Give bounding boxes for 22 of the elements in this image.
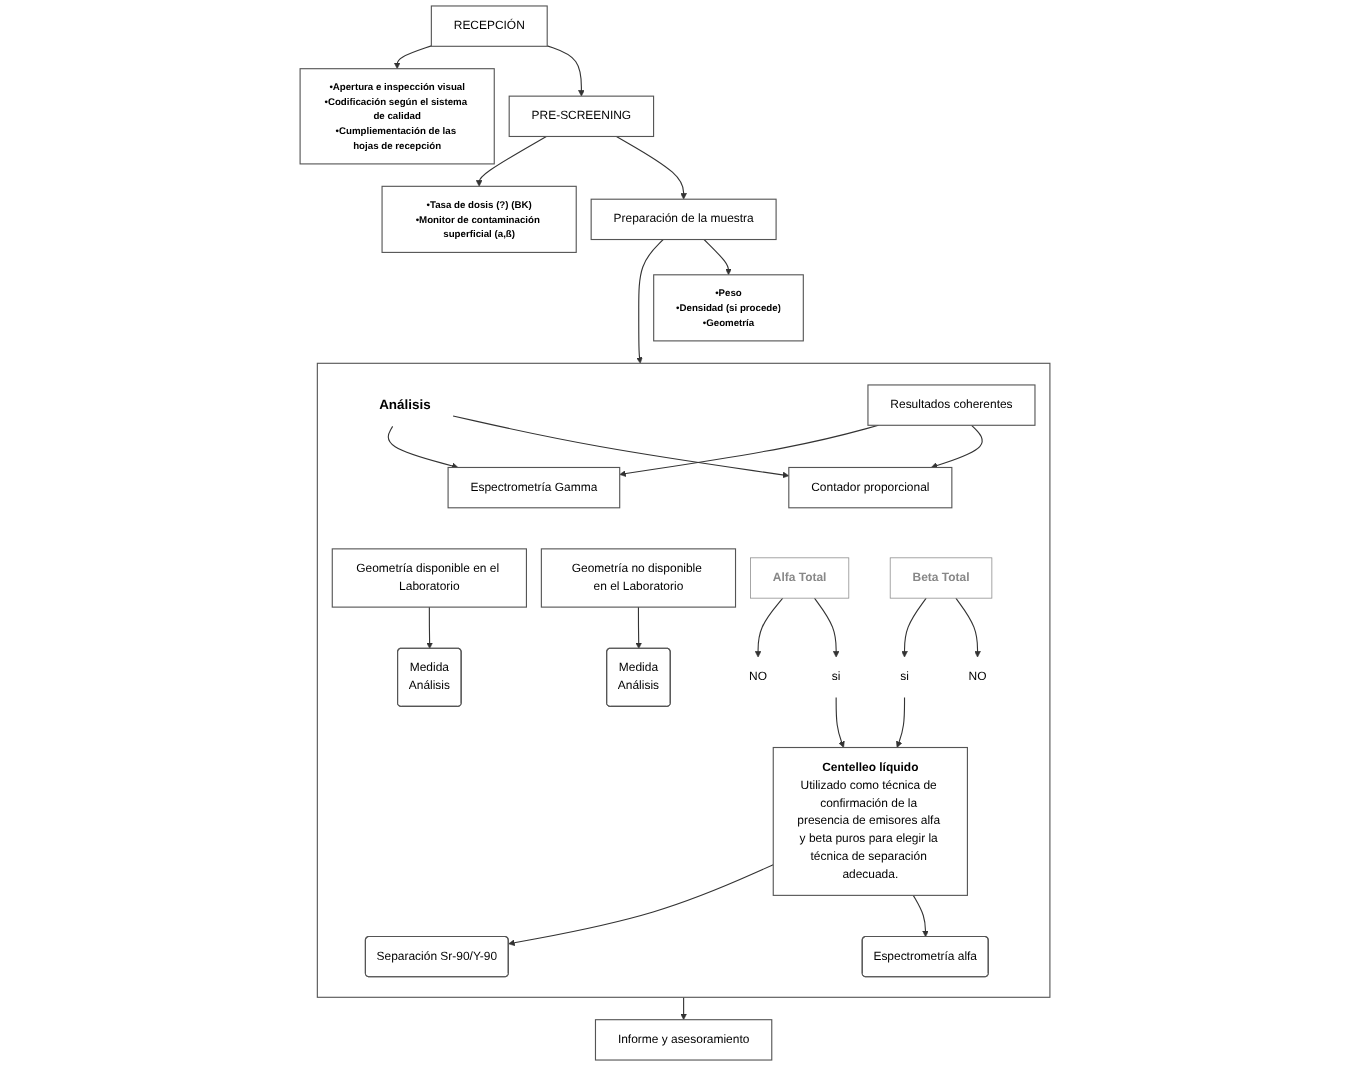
arrow <box>393 45 432 69</box>
arrow <box>896 696 906 748</box>
arrow <box>475 135 547 187</box>
arrow <box>955 597 981 658</box>
arrow <box>813 597 840 658</box>
arrow <box>636 238 664 364</box>
arrow <box>635 606 642 649</box>
arrow <box>912 894 929 938</box>
arrow <box>452 415 790 479</box>
arrow <box>387 425 459 470</box>
arrow <box>619 424 880 477</box>
cluster <box>316 362 1051 998</box>
arrow <box>901 597 927 658</box>
arrow <box>680 996 687 1020</box>
arrow <box>615 135 687 200</box>
arrow <box>426 606 433 649</box>
arrow <box>508 864 774 946</box>
arrow <box>546 45 585 97</box>
arrow <box>930 424 983 469</box>
arrow <box>835 696 845 748</box>
arrow <box>703 238 732 276</box>
arrow <box>754 597 784 658</box>
